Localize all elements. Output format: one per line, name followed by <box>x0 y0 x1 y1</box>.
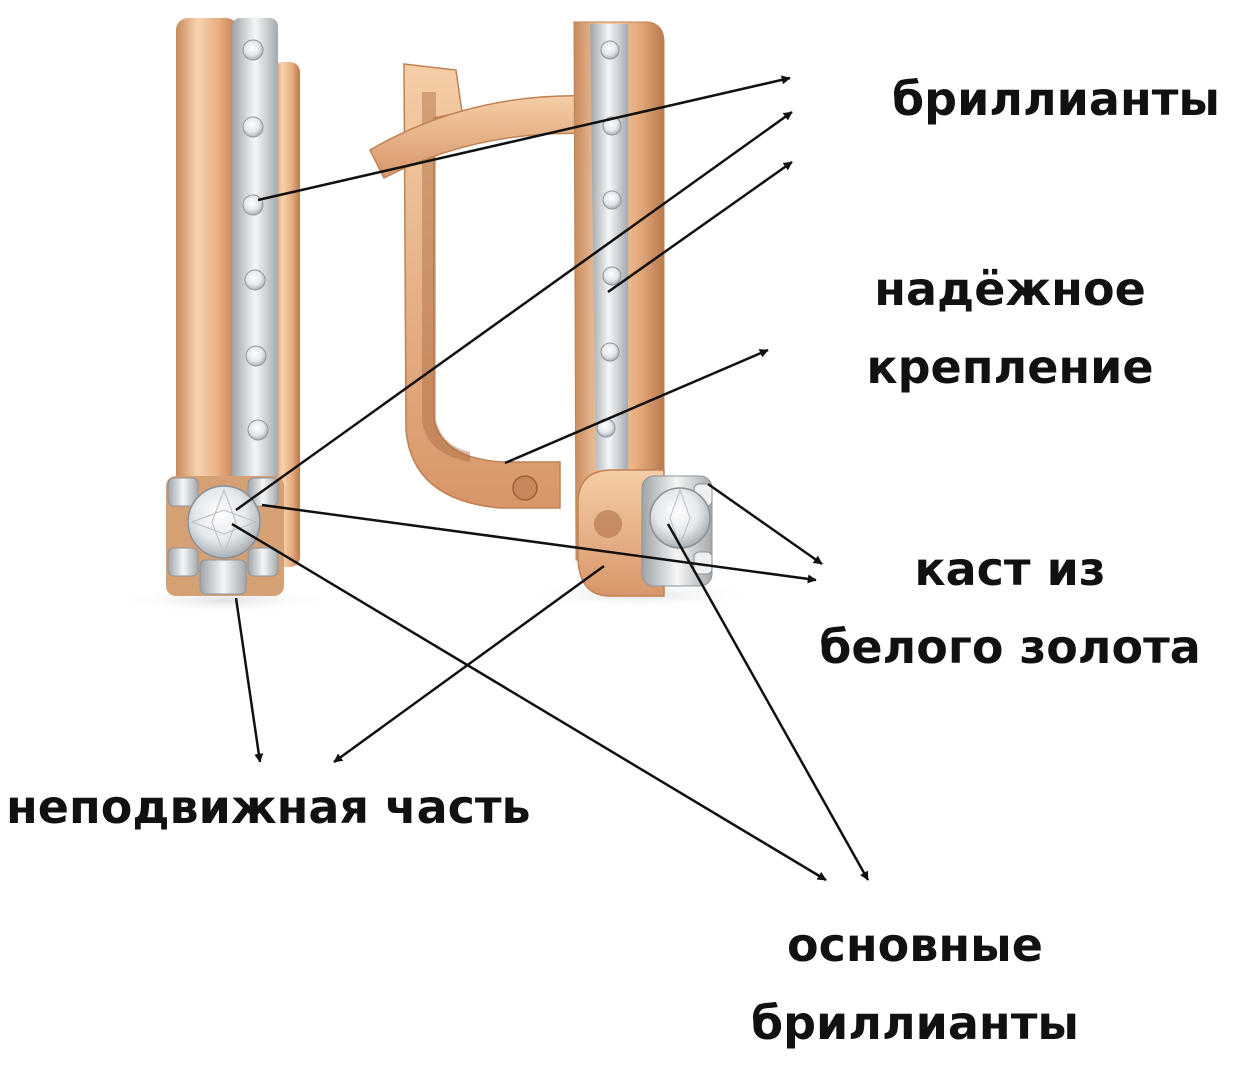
label-setting: каст из белого золота <box>770 530 1250 686</box>
small-diamond <box>600 40 620 60</box>
left-earring-back-plate <box>273 62 300 567</box>
left-earring-front-bar <box>176 18 238 593</box>
left-earring-diamond-channel <box>232 18 278 593</box>
right-earring-bottom-hole <box>594 510 622 538</box>
left-earring <box>166 18 300 596</box>
arrow-to-diamonds <box>257 75 791 202</box>
small-diamond <box>247 419 269 441</box>
label-main-diamonds-line-1: основные <box>787 918 1043 972</box>
label-clasp: надёжное крепление <box>800 250 1220 406</box>
label-clasp-line-1: надёжное <box>874 262 1146 316</box>
arrow-to-main-diamonds-1 <box>231 522 827 882</box>
small-diamond <box>242 39 264 61</box>
small-diamond <box>242 116 264 138</box>
arrow-to-fixed-part-2 <box>333 564 605 764</box>
right-earring-diamond-channel <box>590 24 628 470</box>
arrow-to-setting-2 <box>707 482 823 566</box>
small-diamond <box>600 342 620 362</box>
right-earring-setting <box>641 475 713 587</box>
arrow-to-main-diamonds-2 <box>666 523 870 881</box>
small-diamond <box>242 194 264 216</box>
label-diamonds: бриллианты <box>780 60 1220 138</box>
left-earring-small-diamonds <box>242 39 269 441</box>
label-fixed-part: неподвижная часть <box>6 768 686 846</box>
label-main-diamonds-line-2: бриллианты <box>751 996 1079 1050</box>
small-diamond <box>602 116 622 136</box>
main-diamond <box>187 485 261 559</box>
arrow-to-diamonds-2 <box>235 110 793 512</box>
label-setting-line-2: белого золота <box>819 620 1201 674</box>
small-diamond <box>244 269 266 291</box>
label-clasp-line-2: крепление <box>866 340 1154 394</box>
arrow-to-clasp-1 <box>607 160 793 294</box>
arrow-to-clasp-2 <box>504 348 769 465</box>
right-earring-small-diamonds <box>596 40 622 438</box>
label-fixed-part-text: неподвижная часть <box>6 780 531 834</box>
label-setting-line-1: каст из <box>914 542 1106 596</box>
label-main-diamonds: основные бриллианты <box>680 906 1150 1062</box>
small-diamond <box>602 266 622 286</box>
small-diamond <box>245 345 267 367</box>
right-earring-hinge-pin <box>512 475 538 501</box>
small-diamond <box>602 190 622 210</box>
left-earring-setting <box>166 476 284 596</box>
arrow-to-setting-1 <box>261 503 817 584</box>
arrow-to-fixed-part-1 <box>234 597 264 763</box>
right-earring-clasp-loop <box>403 63 561 509</box>
callout-arrows <box>231 75 870 882</box>
label-diamonds-text: бриллианты <box>892 72 1220 126</box>
main-diamond <box>649 487 711 549</box>
